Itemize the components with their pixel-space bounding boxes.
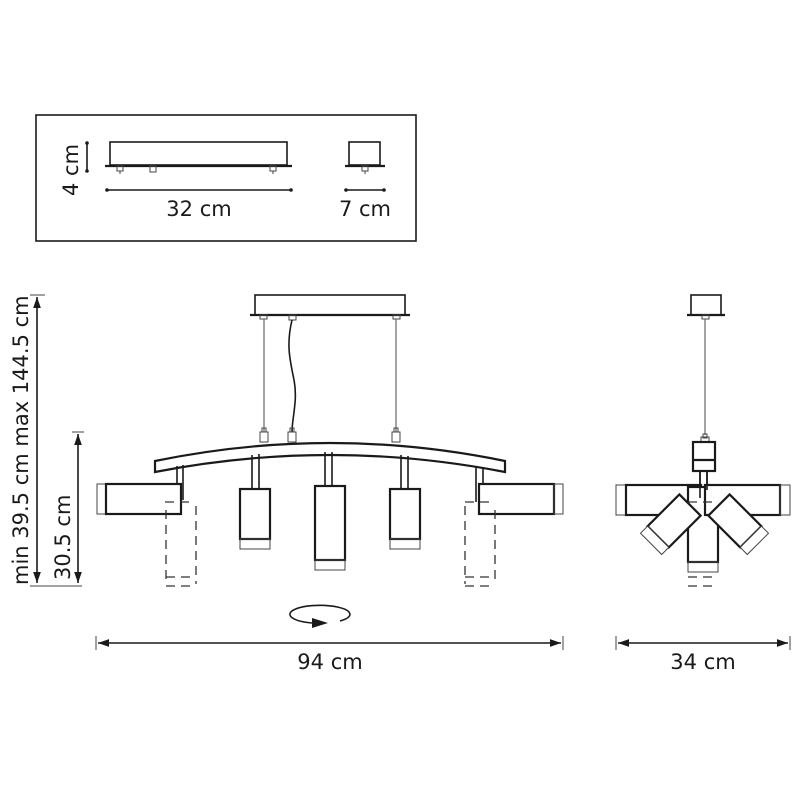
canopy	[254, 294, 406, 316]
canopy-long-view	[105, 141, 292, 174]
drop-range-label: min 39.5 cm max 144.5 cm	[9, 295, 33, 585]
side-depth-label: 34 cm	[670, 650, 735, 674]
side-canopy	[690, 294, 722, 316]
rotate-360-icon	[289, 604, 351, 628]
total-width-label: 94 cm	[297, 650, 362, 674]
side-spot-angled-left	[639, 492, 703, 556]
power-cable	[288, 319, 297, 433]
canopy-height-label: 4 cm	[59, 144, 83, 196]
canopy-width-label: 7 cm	[339, 197, 391, 221]
spot-3-center	[313, 484, 347, 562]
body-height-label: 30.5 cm	[51, 495, 75, 580]
spot-2	[238, 487, 272, 541]
inset-frame	[35, 114, 417, 242]
spot-4	[388, 487, 422, 541]
side-spot-angled-right	[706, 492, 770, 556]
front-view: min 39.5 cm max 144.5 cm 30.5 cm	[9, 294, 564, 674]
canopy-inset: 4 cm 32 cm 7 cm	[35, 114, 417, 242]
canopy-short-view	[345, 141, 385, 174]
curved-bar	[153, 441, 507, 474]
spot-right-horizontal	[477, 482, 556, 516]
canopy-length-label: 32 cm	[166, 197, 231, 221]
side-view: 34 cm	[615, 294, 791, 674]
side-bar-section	[691, 440, 717, 473]
spot-left-horizontal	[104, 482, 183, 516]
